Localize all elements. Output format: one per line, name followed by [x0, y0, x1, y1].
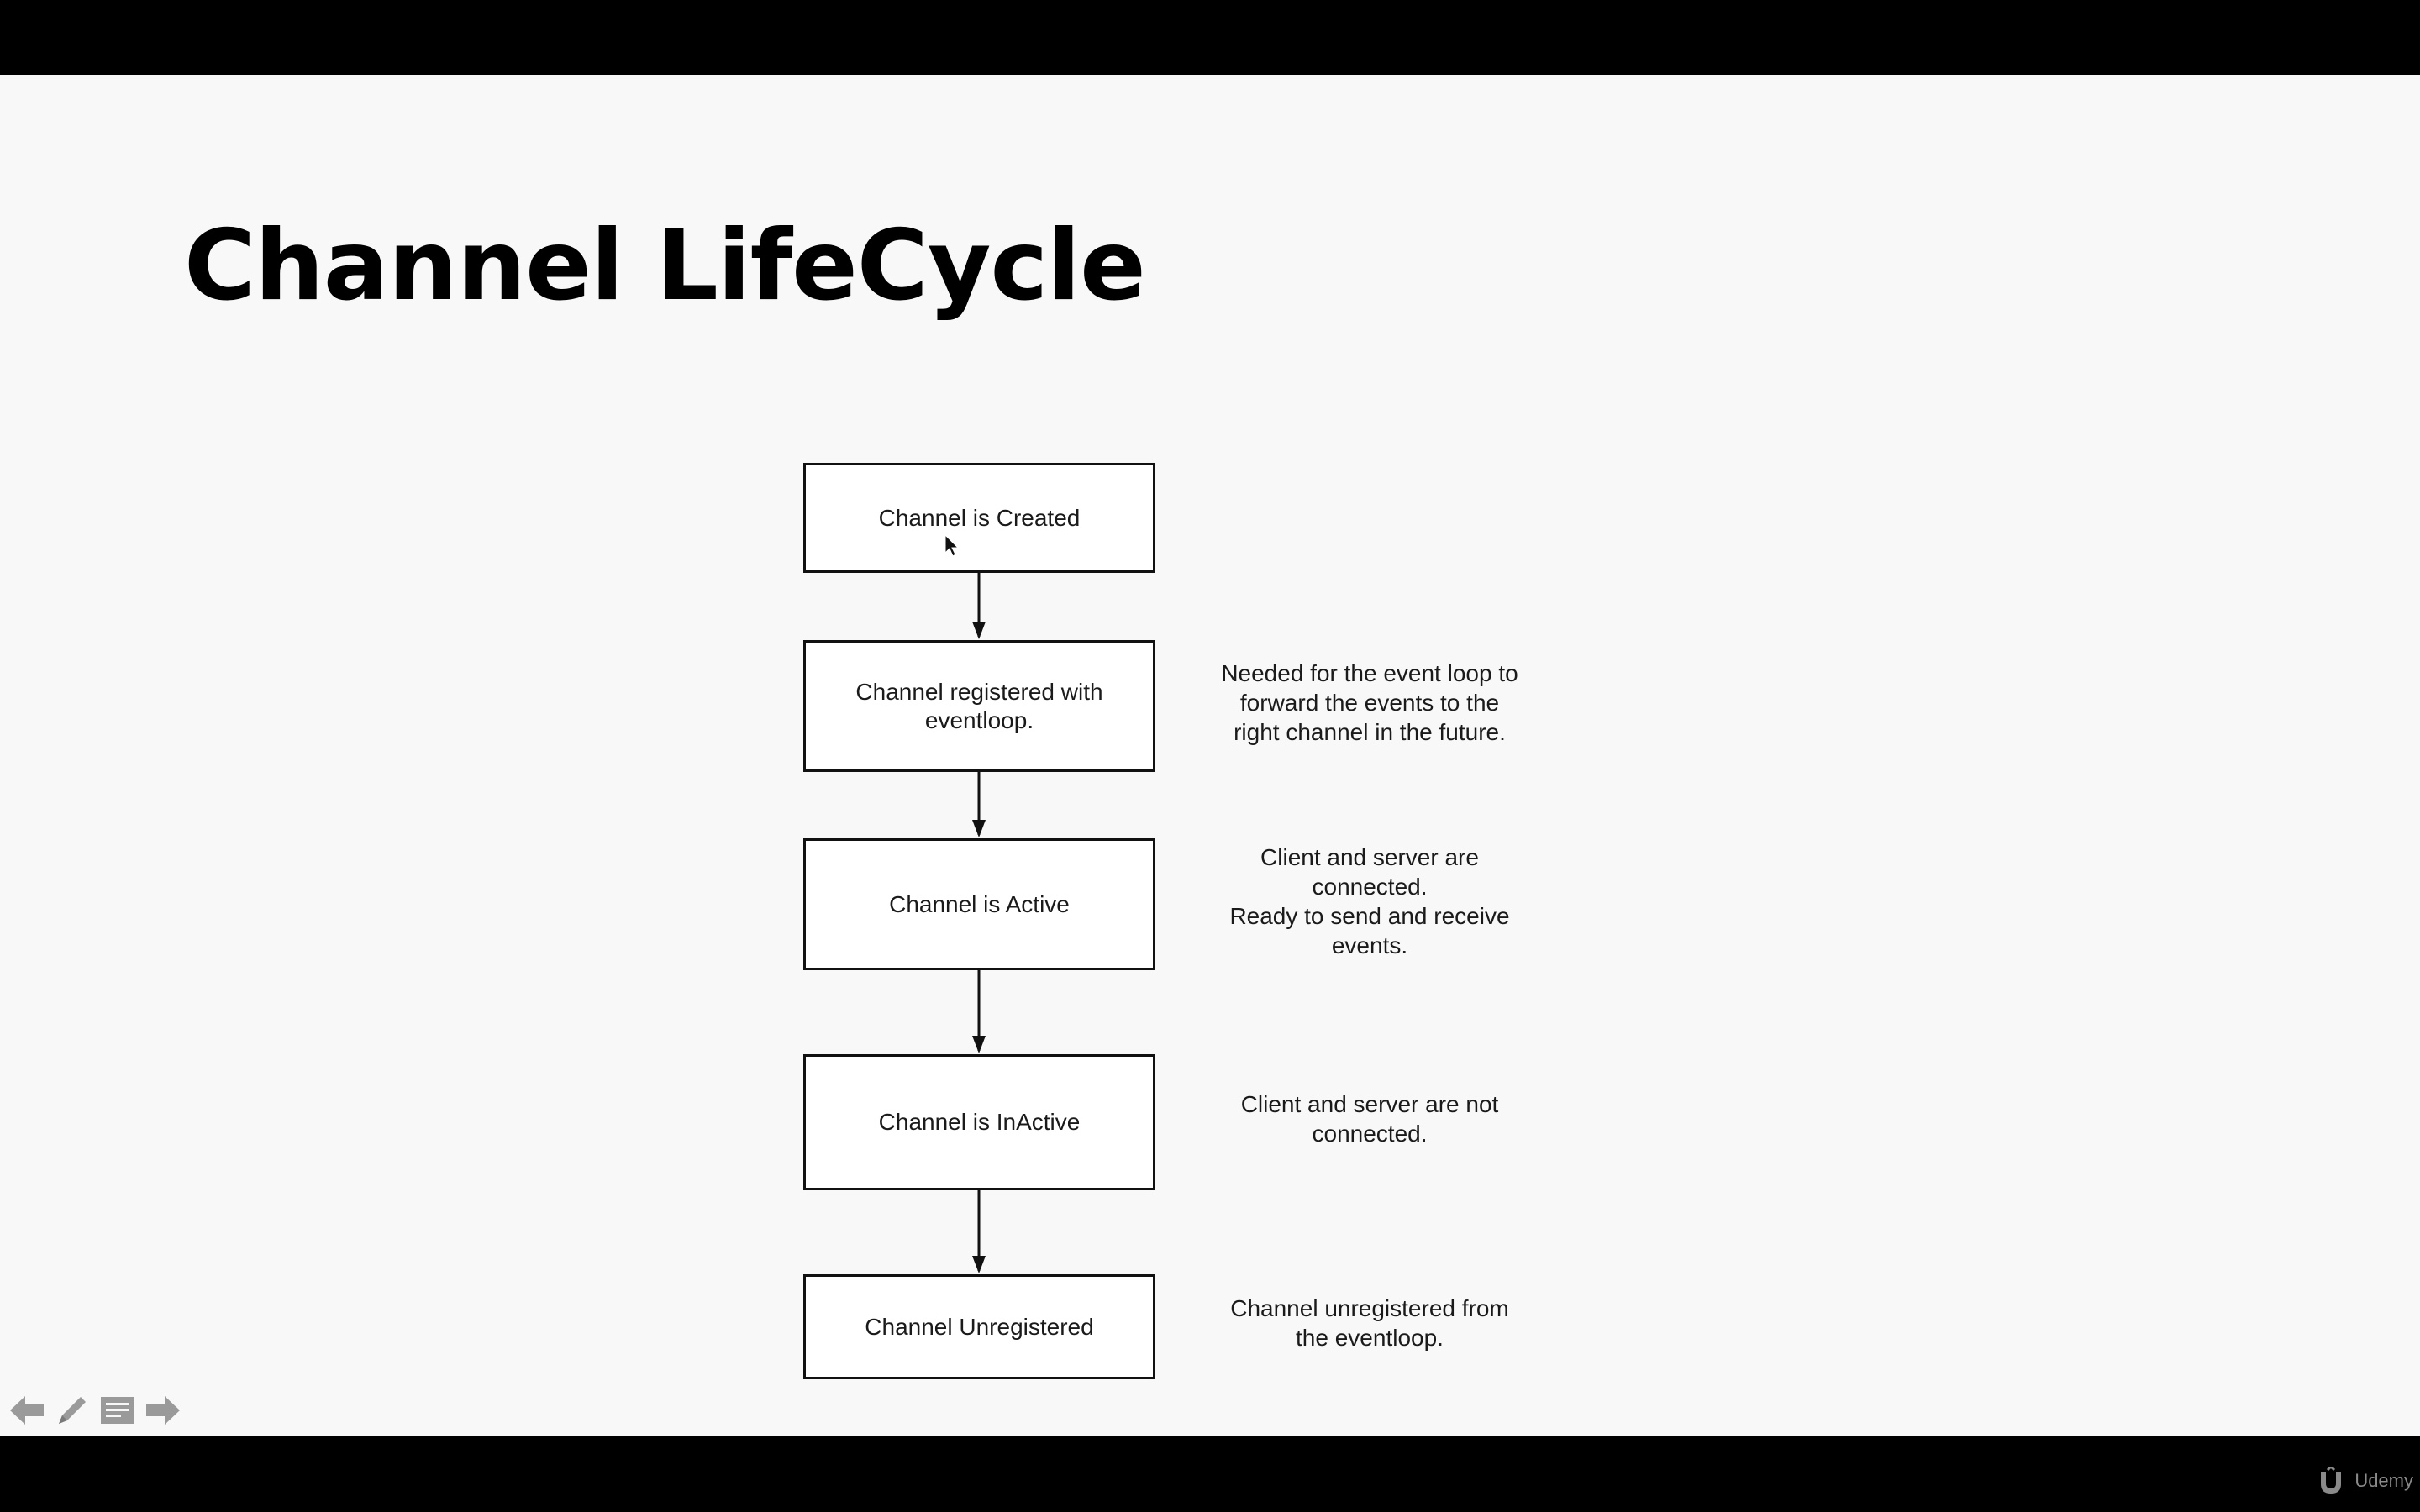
note-registered: Needed for the event loop to forward the…	[1193, 659, 1546, 747]
slides-menu-icon	[101, 1397, 134, 1424]
arrowhead-2	[972, 820, 986, 837]
note-line: Needed for the event loop to	[1221, 660, 1518, 686]
previous-slide-button[interactable]	[7, 1390, 47, 1431]
slide-title: Channel LifeCycle	[184, 209, 1146, 323]
node-label: Channel is Active	[889, 890, 1070, 917]
udemy-logo-icon	[2321, 1467, 2342, 1494]
node-channel-active: Channel is Active	[803, 838, 1155, 970]
note-active: Client and server are connected. Ready t…	[1193, 843, 1546, 960]
note-line: right channel in the future.	[1234, 719, 1506, 745]
pencil-icon	[59, 1397, 86, 1424]
mouse-pointer-icon	[944, 534, 960, 557]
pen-tool-button[interactable]	[52, 1390, 92, 1431]
node-channel-registered: Channel registered with eventloop.	[803, 640, 1155, 772]
note-line: Channel unregistered from	[1230, 1295, 1509, 1321]
arrow-left-icon	[10, 1396, 44, 1425]
slide-menu-button[interactable]	[97, 1390, 138, 1431]
note-line: forward the events to the	[1239, 690, 1500, 716]
slide: Channel LifeCycle Channel is Created Cha…	[0, 75, 2420, 1436]
note-line: events.	[1331, 932, 1408, 958]
node-channel-created: Channel is Created	[803, 463, 1155, 573]
note-line: connected.	[1312, 874, 1428, 900]
node-label: Channel is InActive	[878, 1109, 1081, 1135]
note-unregistered: Channel unregistered from the eventloop.	[1193, 1294, 1546, 1352]
slide-controls	[7, 1389, 183, 1431]
arrow-right-icon	[146, 1396, 180, 1425]
arrowhead-1	[972, 622, 986, 639]
node-label: Channel Unregistered	[865, 1313, 1094, 1340]
node-channel-unregistered: Channel Unregistered	[803, 1274, 1155, 1379]
note-line: Ready to send and receive	[1229, 903, 1510, 929]
node-channel-inactive: Channel is InActive	[803, 1054, 1155, 1190]
note-line: connected.	[1312, 1121, 1428, 1147]
node-label: Channel registered with eventloop.	[855, 678, 1103, 733]
arrowhead-4	[972, 1256, 986, 1273]
note-line: Client and server are not	[1240, 1091, 1499, 1117]
note-inactive: Client and server are not connected.	[1193, 1089, 1546, 1148]
udemy-watermark: Udemy	[2316, 1467, 2413, 1495]
next-slide-button[interactable]	[143, 1390, 183, 1431]
node-label: Channel is Created	[878, 504, 1081, 531]
brand-name: Udemy	[2354, 1470, 2413, 1491]
note-line: the eventloop.	[1296, 1325, 1444, 1351]
arrowhead-3	[972, 1036, 986, 1053]
note-line: Client and server are	[1260, 844, 1479, 870]
